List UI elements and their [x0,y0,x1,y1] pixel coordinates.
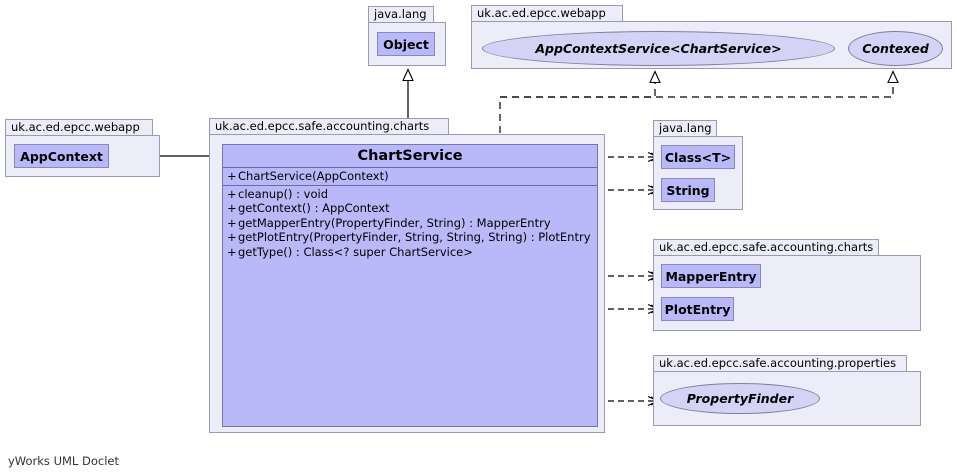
class-title: ChartService [223,145,597,168]
package-tab-label: java.lang [368,6,434,23]
visibility-marker: + [227,186,237,201]
class-node-label: PlotEntry [664,301,731,317]
visibility-marker: + [227,169,237,183]
package-tab-label: uk.ac.ed.epcc.webapp [5,119,153,136]
interface-node-contexed[interactable]: Contexed [848,31,943,66]
interface-node-label: Contexed [862,41,929,56]
class-node-appcontext[interactable]: AppContext [14,144,109,168]
package-tab-label: uk.ac.ed.epcc.safe.accounting.charts [653,239,879,256]
member-signature: getPlotEntry(PropertyFinder, String, Str… [238,230,591,244]
interface-node-appcontextservice[interactable]: AppContextService<ChartService> [482,31,835,66]
member-signature: ChartService(AppContext) [238,169,389,183]
class-member: +getType() : Class<? super ChartService> [223,245,597,260]
class-node-class-t[interactable]: Class<T> [661,145,735,169]
class-node-plotentry[interactable]: PlotEntry [661,297,734,321]
class-node-string[interactable]: String [661,178,715,202]
interface-node-propertyfinder[interactable]: PropertyFinder [660,383,820,414]
package-webapp-left: uk.ac.ed.epcc.webapp AppContext [5,119,160,177]
class-node-label: AppContext [20,148,103,164]
package-properties-right: uk.ac.ed.epcc.safe.accounting.properties… [653,355,921,426]
interface-node-label: AppContextService<ChartService> [535,41,782,56]
class-node-object[interactable]: Object [377,32,435,56]
class-member: +getContext() : AppContext [223,201,597,216]
class-node-label: String [666,182,710,198]
edge-chartservice-to-contexed [500,70,899,98]
package-tab-label: uk.ac.ed.epcc.safe.accounting.properties [653,355,907,372]
class-node-mapperentry[interactable]: MapperEntry [661,264,761,288]
class-node-label: MapperEntry [665,268,757,284]
interface-node-label: PropertyFinder [686,391,794,406]
visibility-marker: + [227,215,237,230]
class-member: +cleanup() : void [223,187,597,202]
package-webapp-top: uk.ac.ed.epcc.webapp AppContextService<C… [471,5,952,69]
class-member: +getPlotEntry(PropertyFinder, String, St… [223,230,597,245]
package-tab-label: uk.ac.ed.epcc.webapp [471,5,623,22]
member-signature: getType() : Class<? super ChartService> [238,244,473,259]
package-tab-label: java.lang [653,120,717,137]
package-tab-label: uk.ac.ed.epcc.safe.accounting.charts [209,118,449,135]
package-charts-right: uk.ac.ed.epcc.safe.accounting.charts Map… [653,239,921,331]
member-signature: getContext() : AppContext [238,201,390,215]
methods-compartment: +cleanup() : void +getContext() : AppCon… [223,186,597,261]
package-java-lang-right: java.lang Class<T> String [653,120,743,210]
class-member: +ChartService(AppContext) [223,169,597,184]
class-node-label: Object [383,36,429,52]
class-box-chartservice[interactable]: ChartService +ChartService(AppContext) +… [222,144,598,427]
member-signature: cleanup() : void [238,186,329,201]
class-member: +getMapperEntry(PropertyFinder, String) … [223,216,597,231]
visibility-marker: + [227,230,237,244]
class-node-label: Class<T> [664,149,732,165]
constructors-compartment: +ChartService(AppContext) [223,168,597,186]
visibility-marker: + [227,201,237,215]
member-signature: getMapperEntry(PropertyFinder, String) :… [238,215,551,230]
package-charts-main: uk.ac.ed.epcc.safe.accounting.charts Cha… [209,118,605,433]
package-java-lang-object: java.lang Object [368,6,446,66]
visibility-marker: + [227,244,237,259]
doclet-footer: yWorks UML Doclet [8,454,119,468]
